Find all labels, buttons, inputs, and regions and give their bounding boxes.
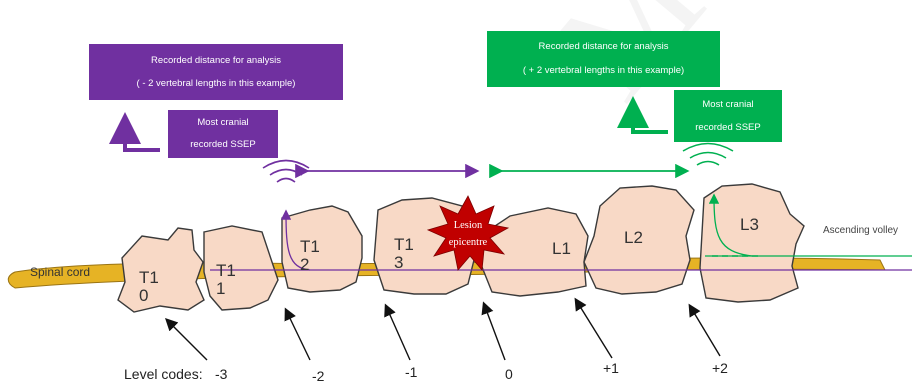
- level-arrow--2: [286, 310, 310, 360]
- right-distance-box: Recorded distance for analysis ( + 2 ver…: [487, 31, 720, 87]
- green-signal-icon: [683, 144, 733, 166]
- left-ssep-box: Most cranial recorded SSEP: [168, 110, 278, 158]
- right-distance-line1: Recorded distance for analysis: [487, 35, 720, 59]
- left-distance-line2: ( - 2 vertebral lengths in this example): [89, 72, 343, 95]
- right-distance-line2: ( + 2 vertebral lengths in this example): [487, 59, 720, 83]
- ascending-volley-label: Ascending volley: [823, 225, 898, 236]
- vertebra-l3: [700, 184, 804, 302]
- lesion-label-line2: epicentre: [438, 234, 498, 251]
- vertebra-label-l1: L1: [552, 240, 571, 258]
- level-code-+2: +2: [712, 360, 728, 376]
- vertebra-t12: [282, 206, 362, 292]
- left-ssep-line2: recorded SSEP: [168, 134, 278, 156]
- right-ssep-box: Most cranial recorded SSEP: [674, 90, 782, 142]
- level-arrow-+1: [576, 300, 612, 358]
- level-arrow-+2: [690, 306, 720, 356]
- lesion-label: Lesion epicentre: [438, 217, 498, 251]
- level-code--1: -1: [405, 364, 417, 380]
- green-elbow-arrow-icon: [633, 104, 668, 132]
- level-code--3: -3: [215, 366, 227, 382]
- level-code--2: -2: [312, 368, 324, 384]
- level-code-0: 0: [505, 366, 513, 382]
- level-codes-label: Level codes:: [124, 366, 203, 382]
- level-arrow--1: [386, 306, 410, 360]
- right-ssep-line1: Most cranial: [674, 93, 782, 116]
- left-distance-line1: Recorded distance for analysis: [89, 49, 343, 72]
- spinal-cord-label: Spinal cord: [30, 265, 90, 279]
- level-arrow-0: [484, 304, 505, 360]
- purple-elbow-arrow-icon: [125, 120, 160, 150]
- level-code-+1: +1: [603, 360, 619, 376]
- lesion-label-line1: Lesion: [438, 217, 498, 234]
- purple-signal-icon: [263, 161, 309, 183]
- vertebra-label-l3: L3: [740, 216, 759, 234]
- level-arrow--3: [167, 320, 207, 360]
- vertebra-label-l2: L2: [624, 229, 643, 247]
- left-distance-box: Recorded distance for analysis ( - 2 ver…: [89, 44, 343, 100]
- vertebra-t10: [118, 228, 204, 312]
- right-ssep-line2: recorded SSEP: [674, 116, 782, 139]
- left-ssep-line1: Most cranial: [168, 112, 278, 134]
